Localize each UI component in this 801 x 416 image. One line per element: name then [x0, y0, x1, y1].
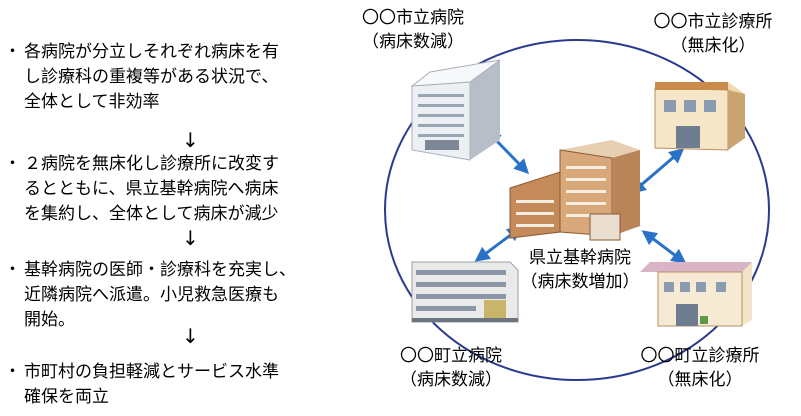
core-hospital-label: 県立基幹病院 （病床数増加）	[505, 246, 655, 294]
bullet-1-line-3: 全体として非効率	[24, 92, 160, 112]
bullet-mark: ・	[4, 42, 21, 62]
bullet-2-line-2: るとともに、県立基幹病院へ病床	[24, 179, 279, 199]
flow-arrow-2: ↓	[182, 226, 199, 250]
flow-arrow-1: ↓	[182, 128, 199, 152]
city-clinic-name: 〇〇市立診療所	[653, 12, 773, 32]
city-clinic-building	[654, 82, 745, 151]
bullet-2: ・ ２病院を無床化し診療所に改変す るとともに、県立基幹病院へ病床 を集約し、全…	[4, 152, 279, 227]
bullet-2-line-1: ２病院を無床化し診療所に改変す	[24, 154, 279, 174]
arrow-city-clinic	[630, 148, 685, 194]
arrow-town-clinic	[641, 230, 687, 264]
city-hospital-label: 〇〇市立病院 （病床数減）	[338, 6, 488, 54]
bullet-3: ・ 基幹病院の医師・診療科を充実し、 近隣病院へ派遣。小児救急医療も 開始。	[4, 258, 296, 333]
bullet-mark: ・	[4, 260, 21, 280]
network-circle	[384, 39, 770, 381]
bullet-mark: ・	[4, 362, 21, 382]
core-hospital-building	[509, 140, 640, 241]
town-clinic-name: 〇〇町立診療所	[640, 346, 760, 366]
town-clinic-label: 〇〇町立診療所 （無床化）	[610, 344, 790, 392]
bullet-3-line-1: 基幹病院の医師・診療科を充実し、	[24, 260, 296, 280]
core-hospital-note: （病床数増加）	[520, 272, 640, 292]
bullet-3-line-3: 開始。	[24, 310, 75, 330]
bullet-4-line-2: 確保を両立	[24, 387, 109, 407]
city-clinic-note: （無床化）	[670, 36, 756, 56]
bullet-1: ・ 各病院が分立しそれぞれ病床を有 し診療科の重複等がある状況で、 全体として非…	[4, 40, 279, 115]
flow-arrow-3: ↓	[182, 324, 199, 348]
town-hospital-building	[411, 261, 519, 323]
bullet-4: ・ 市町村の負担軽減とサービス水準 確保を両立	[4, 360, 279, 410]
city-hospital-name: 〇〇市立病院	[362, 8, 464, 28]
city-hospital-building	[410, 59, 501, 161]
city-clinic-label: 〇〇市立診療所 （無床化）	[628, 10, 798, 58]
bullet-1-line-1: 各病院が分立しそれぞれ病床を有	[24, 42, 279, 62]
town-clinic-building	[640, 262, 752, 327]
bullet-1-line-2: し診療科の重複等がある状況で、	[24, 67, 279, 87]
core-hospital-name: 県立基幹病院	[529, 248, 631, 268]
bullet-3-line-2: 近隣病院へ派遣。小児救急医療も	[24, 285, 279, 305]
town-hospital-label: 〇〇町立病院 （病床数減）	[376, 344, 526, 392]
bullet-mark: ・	[4, 154, 21, 174]
city-hospital-note: （病床数減）	[362, 32, 464, 52]
bullet-2-line-3: を集約し、全体として病床が減少	[24, 204, 279, 224]
town-hospital-name: 〇〇町立病院	[400, 346, 502, 366]
town-hospital-note: （病床数減）	[400, 370, 502, 390]
town-clinic-note: （無床化）	[657, 370, 743, 390]
bullet-4-line-1: 市町村の負担軽減とサービス水準	[24, 362, 279, 382]
